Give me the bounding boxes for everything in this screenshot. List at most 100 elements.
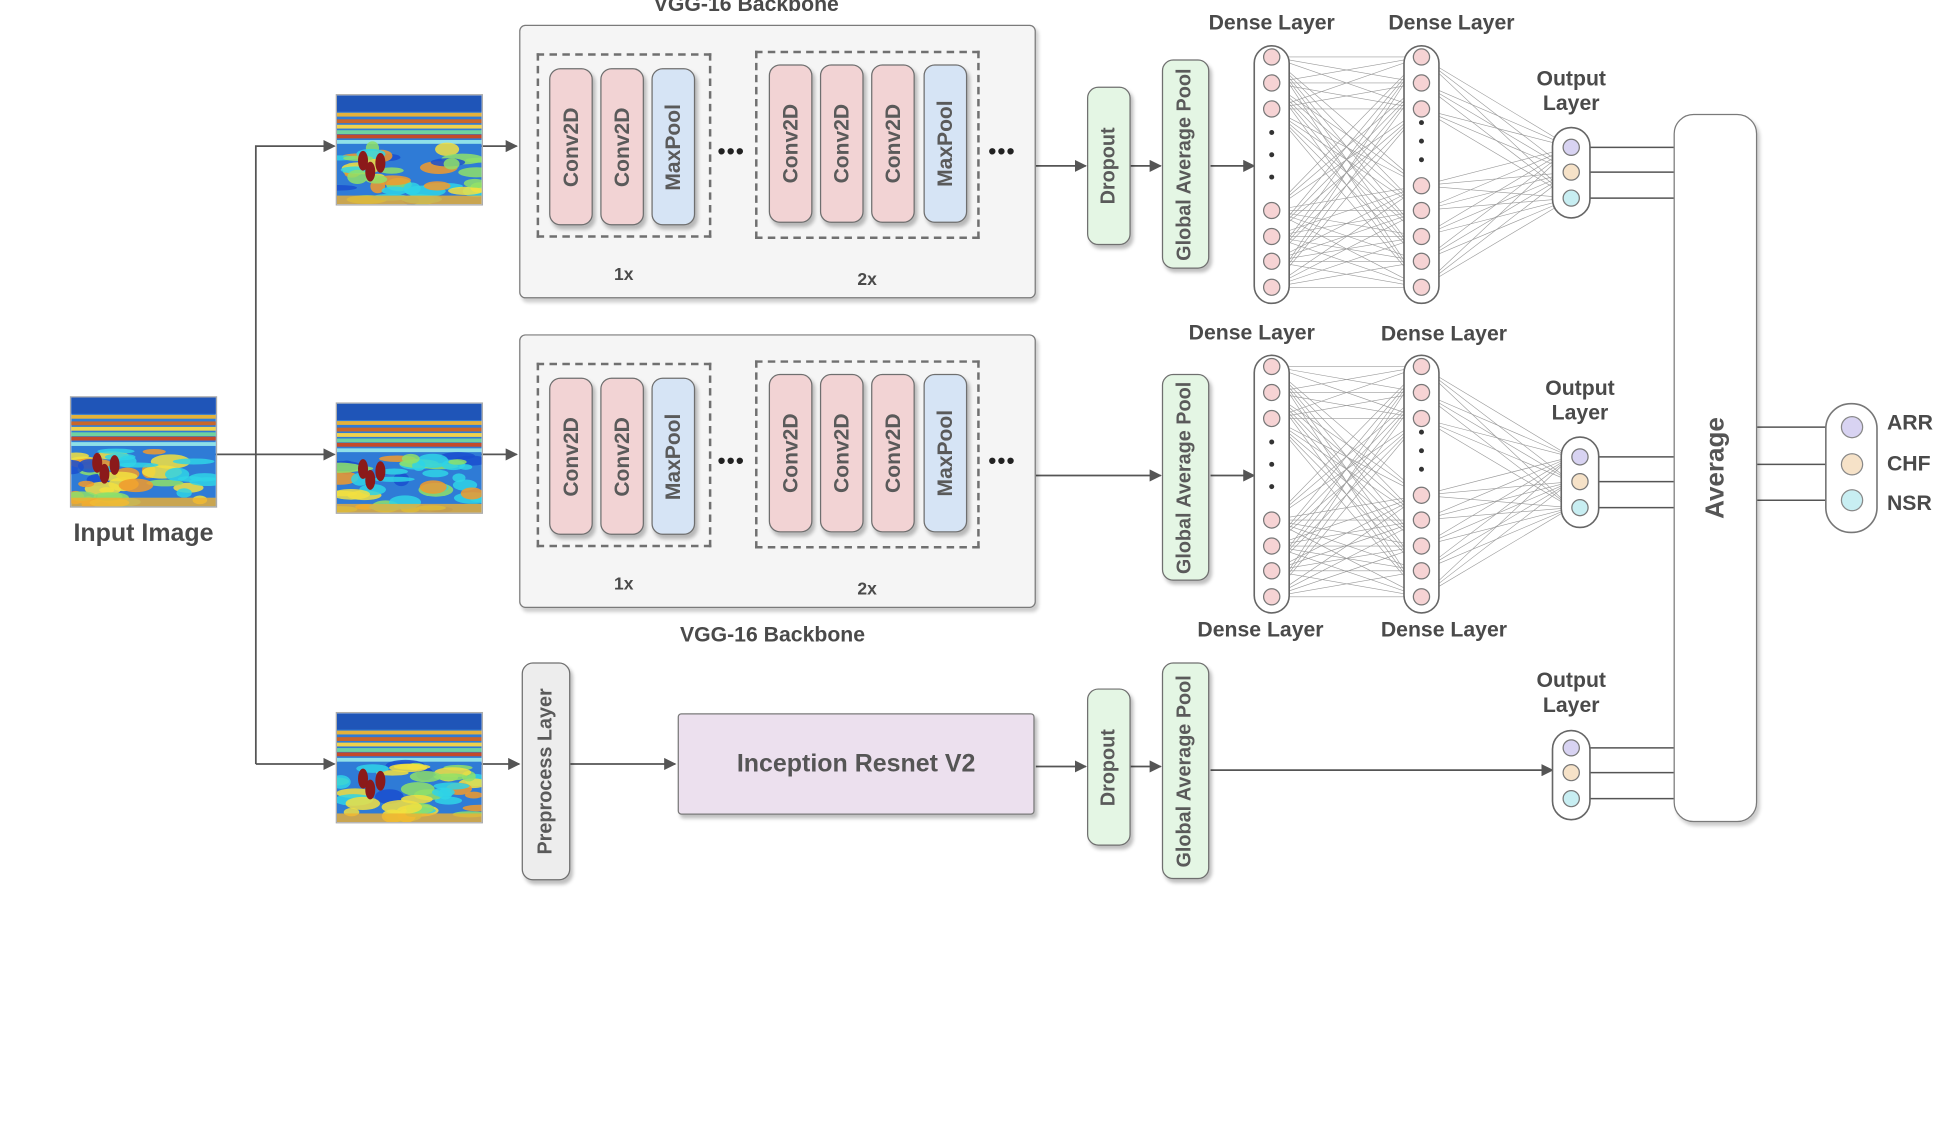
ellipsis-dot: [1418, 138, 1424, 144]
connection: [1421, 147, 1572, 237]
output-neuron: [1562, 763, 1580, 782]
neuron: [1412, 357, 1431, 376]
output-neuron: [1571, 498, 1589, 517]
dropout-bottom: Dropout: [1087, 688, 1131, 846]
repeat-label-2x: 2x: [854, 269, 880, 288]
conv2d-block: Conv2D: [871, 373, 915, 533]
maxpool-block: MaxPool: [923, 64, 968, 223]
neuron: [1262, 74, 1281, 92]
global-average-pool-top: Global Average Pool: [1161, 59, 1210, 269]
input-spectrogram: [69, 396, 218, 508]
connection: [1421, 108, 1572, 148]
vgg-top-group-2: [755, 50, 980, 239]
conv2d-block: Conv2D: [819, 64, 864, 223]
connection: [1271, 210, 1422, 288]
connection: [1271, 56, 1422, 84]
repeat-label-2x: 2x: [854, 579, 880, 597]
output-neuron: [1571, 472, 1589, 491]
neuron: [1262, 562, 1281, 580]
ellipsis-dot: [1418, 120, 1424, 126]
connection: [1271, 366, 1422, 393]
connection: [1421, 481, 1572, 521]
repeat-label-1x: 1x: [611, 574, 636, 592]
neuron: [1262, 100, 1281, 118]
connection: [1421, 56, 1572, 173]
output-neuron: [1562, 138, 1580, 157]
neuron: [1412, 537, 1431, 555]
connection: [1271, 545, 1422, 598]
output-neuron: [1562, 189, 1580, 207]
connection: [1271, 56, 1422, 262]
ellipsis-dot: [1418, 429, 1424, 435]
connection: [1421, 147, 1572, 288]
connection: [1271, 366, 1422, 571]
connection: [1421, 418, 1572, 482]
dense-layer-column: [1403, 45, 1440, 305]
global-average-pool-middle: Global Average Pool: [1161, 373, 1210, 581]
vgg-backbone-bottom-label: VGG-16 Backbone: [679, 622, 866, 647]
preprocess-layer: Preprocess Layer: [521, 662, 571, 881]
conv2d-block: Conv2D: [768, 64, 813, 223]
connection: [1271, 260, 1422, 288]
connection: [1271, 366, 1422, 547]
class-neuron: [1840, 489, 1864, 512]
connection: [1271, 108, 1422, 187]
connection: [1271, 108, 1422, 237]
connection: [1271, 56, 1422, 186]
neurons: [1253, 45, 1878, 821]
connections-layer: [214, 45, 1878, 821]
ellipsis-dot: [1269, 174, 1275, 180]
class-label-arr: ARR: [1886, 411, 1933, 435]
connection: [1421, 197, 1572, 288]
connection: [1271, 495, 1422, 572]
neuron: [1412, 48, 1431, 66]
connection: [1421, 108, 1572, 173]
dense-connections: [1271, 56, 1572, 598]
connection: [1421, 171, 1572, 211]
connection: [1421, 147, 1572, 187]
ellipsis-dot: [1418, 157, 1424, 163]
ellipsis: •••: [717, 138, 745, 164]
connection: [1421, 392, 1572, 458]
connection: [1271, 392, 1422, 547]
conv2d-block: Conv2D: [549, 68, 593, 226]
connection: [1271, 185, 1422, 237]
dense-layer-column: [1253, 354, 1290, 614]
connection: [1421, 366, 1572, 458]
class-label-nsr: NSR: [1886, 491, 1932, 516]
connection: [1271, 418, 1422, 496]
output-neuron: [1562, 163, 1580, 181]
neuron: [1262, 588, 1281, 606]
connection: [1421, 456, 1572, 521]
spectrogram-image: [71, 397, 216, 507]
flow-arrows: [214, 140, 1554, 777]
output-layer-label: Output Layer: [1536, 66, 1606, 116]
spectrogram-image: [336, 713, 482, 823]
connection: [1421, 171, 1572, 288]
maxpool-block: MaxPool: [923, 373, 968, 533]
input-image-label: Input Image: [73, 520, 214, 548]
ellipsis: •••: [717, 448, 745, 473]
ellipsis-dot: [1269, 439, 1275, 445]
dense-layer-label: Dense Layer: [1188, 320, 1315, 345]
neuron: [1412, 100, 1431, 118]
connection: [1421, 481, 1572, 598]
connection: [1271, 392, 1422, 597]
neuron: [1412, 588, 1431, 606]
output-layer-label: Output Layer: [1545, 376, 1615, 426]
connection: [1421, 171, 1572, 262]
connection: [1271, 366, 1422, 597]
neuron: [1412, 562, 1431, 580]
connection: [1271, 418, 1422, 547]
arrow-input-to-top: [254, 140, 336, 764]
dense-layer-label: Dense Layer: [1388, 11, 1515, 35]
ellipsis: •••: [988, 138, 1016, 164]
connection: [1271, 82, 1422, 186]
connection: [1271, 392, 1422, 496]
ellipsis-dot: [1269, 484, 1275, 490]
connection: [1271, 108, 1422, 288]
connection: [1271, 56, 1422, 288]
neuron: [1412, 511, 1431, 529]
conv2d-block: Conv2D: [871, 64, 915, 223]
connection: [1271, 366, 1422, 496]
